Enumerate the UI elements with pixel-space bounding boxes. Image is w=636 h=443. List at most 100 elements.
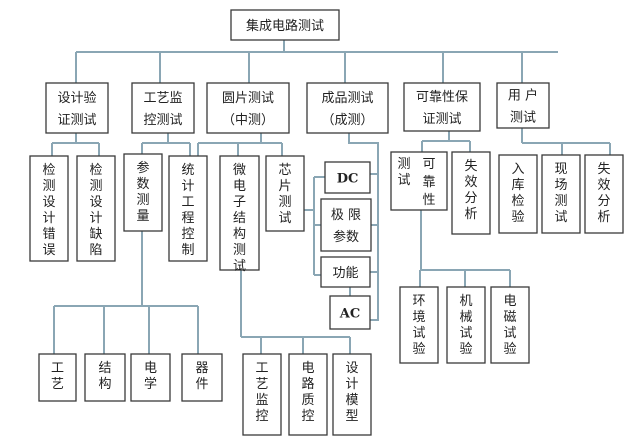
node-label-char: 质	[301, 393, 314, 408]
node-box	[131, 82, 195, 134]
node-label-line: 测试	[510, 111, 536, 126]
node-box	[230, 9, 340, 41]
node-label-char: 构	[233, 227, 246, 242]
node-box	[324, 161, 371, 194]
node-label-char: 计	[181, 179, 194, 194]
node-label-char: 量	[136, 209, 149, 224]
node-box	[45, 82, 109, 134]
node-box	[399, 286, 439, 364]
node-label-char: 型	[345, 409, 358, 424]
node-label-line: 设计验	[57, 90, 96, 106]
node-limit-params[interactable]: 极 限参数	[320, 198, 372, 252]
node-box	[38, 353, 77, 402]
node-label-char: 构	[98, 377, 111, 392]
node-function[interactable]: 功能	[320, 256, 371, 288]
node-label: 功能	[332, 266, 358, 281]
node-label-char: 误	[42, 243, 55, 258]
node-label-char: 可	[422, 157, 435, 172]
node-label-char: 设	[42, 195, 55, 210]
node-label-char: 工	[181, 195, 194, 210]
node-box	[123, 153, 163, 232]
node-label-char: 统	[181, 163, 194, 178]
node-final-test[interactable]: 成品测试（成测）	[306, 82, 389, 134]
node-device[interactable]: 器件	[181, 353, 223, 402]
node-label: DC	[337, 172, 359, 187]
node-label: 集成电路测试	[246, 18, 324, 34]
connector-line	[348, 133, 379, 321]
node-label-char: 路	[301, 376, 314, 392]
node-craft[interactable]: 工艺	[38, 353, 77, 402]
node-label-line: 用 户	[508, 88, 538, 104]
node-box	[76, 155, 116, 262]
node-label-char: 结	[233, 211, 246, 226]
node-structure[interactable]: 结构	[84, 353, 126, 402]
node-box	[265, 155, 305, 232]
node-box	[446, 286, 486, 364]
node-label-line: 控测试	[143, 113, 182, 128]
node-label-char: 测	[233, 243, 246, 258]
node-label-char: 境	[412, 310, 425, 325]
node-label-char: 芯	[278, 163, 291, 178]
node-dc[interactable]: DC	[324, 161, 371, 194]
node-label-char: 控	[255, 409, 268, 424]
node-label-char: 工	[255, 361, 268, 376]
node-label-char: 学	[144, 376, 157, 392]
node-wafer-test[interactable]: 圆片测试（中测）	[206, 82, 290, 134]
node-box	[288, 353, 328, 436]
node-label-char: 检	[511, 194, 524, 209]
node-box	[390, 151, 448, 211]
node-label-char: 结	[98, 361, 111, 376]
node-box	[320, 198, 372, 252]
node-user-test[interactable]: 用 户测试	[496, 82, 550, 129]
node-label-char: 制	[181, 243, 194, 258]
node-label-char: 场	[554, 178, 567, 193]
node-label-char: 验	[412, 341, 425, 357]
node-label-char: 试	[397, 173, 410, 188]
node-label-line: （成测）	[321, 113, 373, 128]
node-label-char: 控	[181, 227, 194, 242]
node-root[interactable]: 集成电路测试	[230, 9, 340, 41]
node-label-char: 电	[233, 179, 246, 194]
node-box	[320, 256, 371, 288]
node-label-line: 圆片测试	[222, 91, 274, 106]
node-electrical[interactable]: 电学	[130, 353, 171, 402]
node-label-char: 效	[464, 175, 477, 190]
node-label-line: 证测试	[422, 112, 461, 127]
node-label-char: 机	[459, 294, 472, 309]
node-label-char: 验	[459, 341, 472, 357]
node-label-char: 试	[412, 326, 425, 341]
node-label-char: 电	[301, 361, 314, 376]
node-label-char: 缺	[89, 227, 102, 242]
node-label-char: 艺	[51, 377, 64, 392]
node-label-char: 试	[278, 211, 291, 226]
node-ac[interactable]: AC	[329, 295, 371, 330]
node-label-line: 极 限	[331, 208, 361, 223]
node-label-char: 靠	[422, 175, 435, 190]
node-label-char: 测	[278, 195, 291, 210]
node-label-char: 艺	[255, 377, 268, 392]
node-box	[329, 295, 371, 330]
node-box	[403, 82, 481, 132]
node-label-char: 械	[459, 310, 472, 325]
node-label-char: 测	[136, 193, 149, 208]
